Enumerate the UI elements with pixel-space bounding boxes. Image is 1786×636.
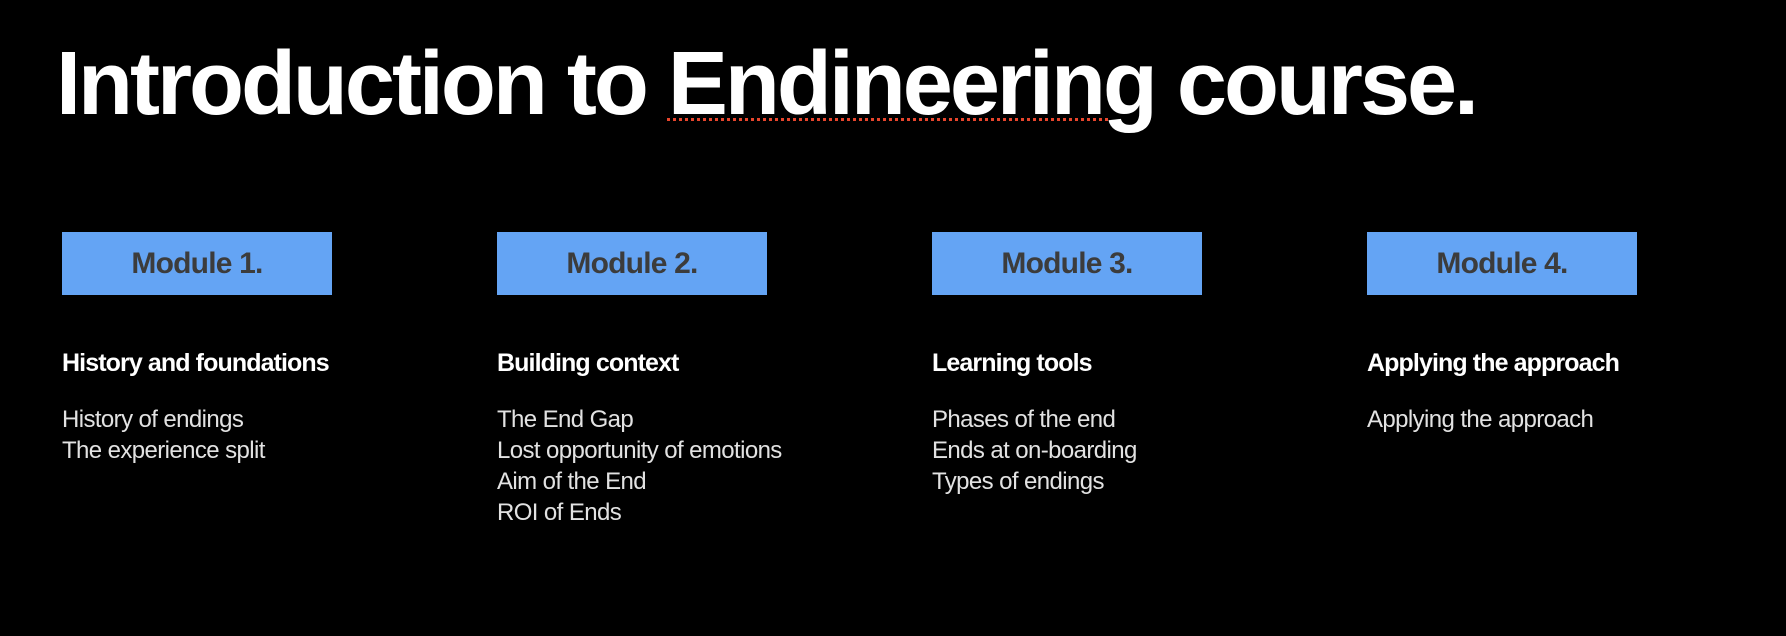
title-part-before: Introduction to <box>56 34 668 134</box>
module-badge-label-3: Module 3. <box>1001 246 1133 280</box>
list-item: The End Gap <box>497 406 634 433</box>
module-badge-label-1: Module 1. <box>131 246 263 280</box>
module-heading-4: Applying the approach <box>1367 349 1620 377</box>
list-item: History of endings <box>62 406 244 433</box>
module-badge-2[interactable]: Module 2. <box>497 232 767 295</box>
module-column-3: Module 3. Learning tools Phases of the e… <box>870 232 1305 528</box>
list-item: Applying the approach <box>1367 406 1594 433</box>
module-column-2: Module 2. Building context The End Gap L… <box>435 232 870 528</box>
page-title: Introduction to Endineering course. <box>56 34 1756 134</box>
module-topic-list-4: Applying the approach <box>1367 404 1740 435</box>
list-item: Ends at on-boarding <box>932 437 1137 464</box>
title-misspelled-word[interactable]: Endineering <box>667 34 1158 134</box>
module-badge-4[interactable]: Module 4. <box>1367 232 1637 295</box>
title-heading: Introduction to Endineering course. <box>56 34 1479 134</box>
title-part-after: course. <box>1154 34 1479 134</box>
module-heading-1: History and foundations <box>62 349 330 377</box>
module-topic-list-1: History of endings The experience split <box>62 404 435 466</box>
module-heading-2: Building context <box>497 349 679 377</box>
module-badge-label-2: Module 2. <box>566 246 698 280</box>
module-column-4: Module 4. Applying the approach Applying… <box>1305 232 1740 528</box>
module-topic-list-3: Phases of the end Ends at on-boarding Ty… <box>932 404 1305 497</box>
module-badge-label-4: Module 4. <box>1436 246 1568 280</box>
module-badge-3[interactable]: Module 3. <box>932 232 1202 295</box>
list-item: ROI of Ends <box>497 499 622 526</box>
module-heading-3: Learning tools <box>932 349 1093 377</box>
module-badge-1[interactable]: Module 1. <box>62 232 332 295</box>
list-item: Phases of the end <box>932 406 1116 433</box>
module-columns: Module 1. History and foundations Histor… <box>0 232 1786 528</box>
module-column-1: Module 1. History and foundations Histor… <box>0 232 435 528</box>
module-topic-list-2: The End Gap Lost opportunity of emotions… <box>497 404 870 528</box>
list-item: Aim of the End <box>497 468 647 495</box>
list-item: The experience split <box>62 437 265 464</box>
list-item: Lost opportunity of emotions <box>497 437 782 464</box>
list-item: Types of endings <box>932 468 1104 495</box>
